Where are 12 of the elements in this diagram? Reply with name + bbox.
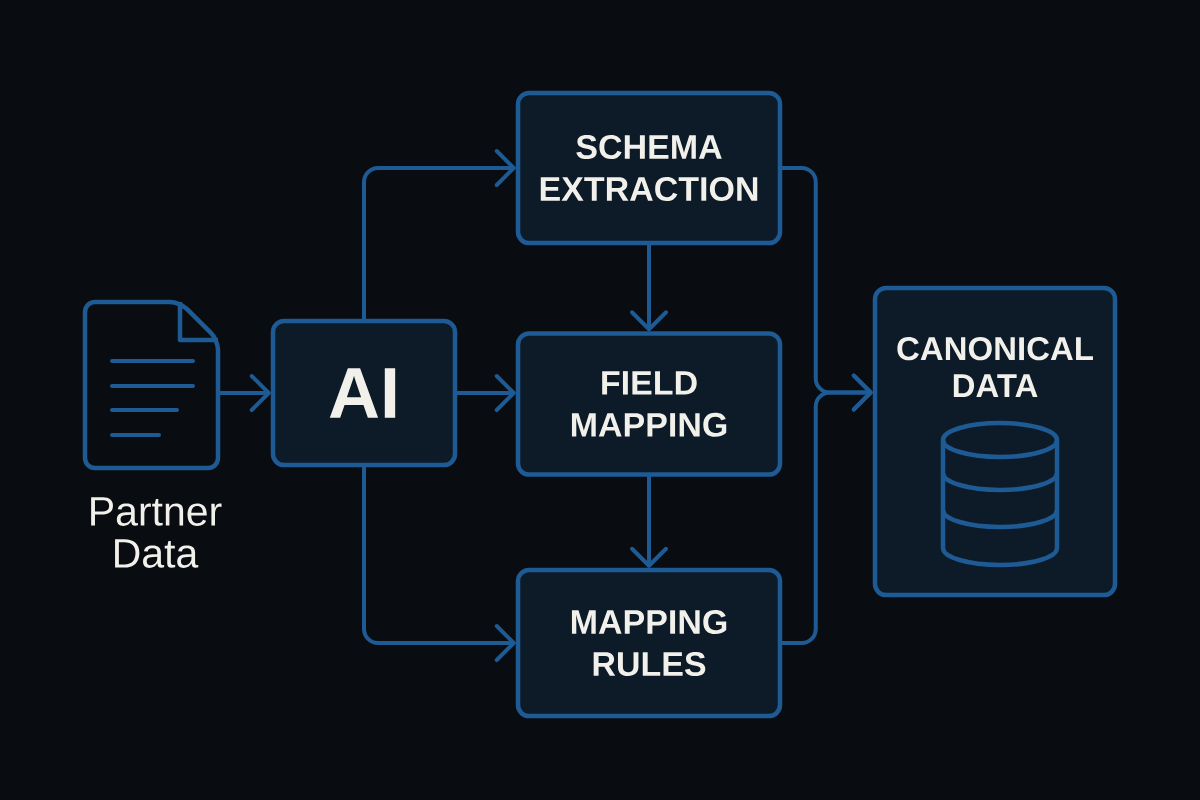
process-box: FIELD MAPPING: [515, 331, 783, 477]
process-box: AI: [270, 318, 458, 468]
arrow: [362, 465, 516, 662]
arrow: [780, 373, 873, 645]
node-caption: Partner Data: [91, 497, 222, 568]
arrow: [630, 474, 668, 568]
process-box: MAPPING RULES: [515, 567, 783, 719]
arrow: [362, 149, 516, 321]
process-box: SCHEMA EXTRACTION: [515, 90, 783, 246]
output-box: CANONICAL DATA: [872, 285, 1118, 598]
document-icon: [82, 299, 221, 471]
arrow: [630, 243, 668, 332]
